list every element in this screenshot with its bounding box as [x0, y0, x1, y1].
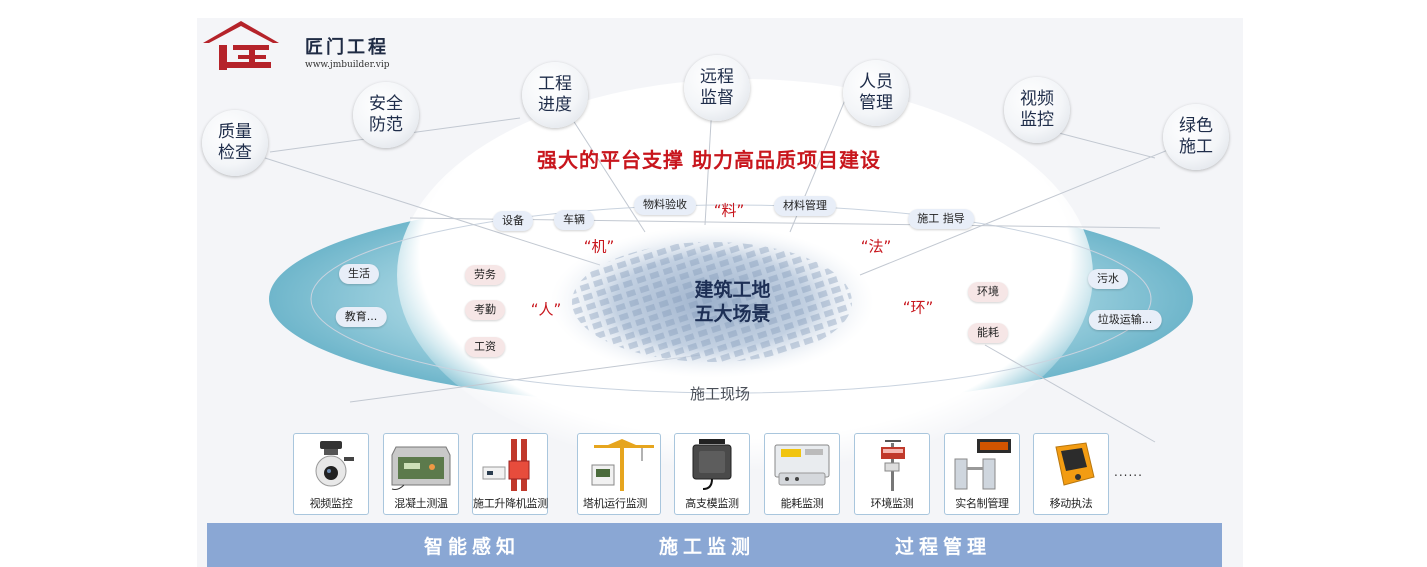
device-label: 能耗监测: [780, 497, 824, 510]
bottom-bar-item-process-management: 过程管理: [895, 536, 992, 558]
tag-energy[interactable]: 能耗: [968, 323, 1008, 343]
bubble-video[interactable]: 视频监控: [1004, 77, 1070, 143]
bubble-personnel[interactable]: 人员管理: [843, 60, 909, 126]
bubble-safety[interactable]: 安全防范: [353, 82, 419, 148]
handheld-terminal-icon: [1055, 442, 1095, 486]
center-title: 建筑工地 五大场景: [655, 278, 810, 326]
device-label: 环境监测: [870, 497, 914, 510]
tag-construction-guide[interactable]: 施工 指导: [908, 209, 974, 229]
center-title-line2: 五大场景: [694, 303, 771, 325]
temperature-box-icon: [391, 446, 451, 490]
tag-material-acceptance[interactable]: 物料验收: [634, 195, 696, 215]
bubble-label: 质量检查: [218, 122, 252, 163]
bubble-label: 远程监督: [700, 67, 734, 108]
tag-garbage-transport[interactable]: 垃圾运输...: [1088, 310, 1162, 330]
device-card-real-name-management[interactable]: 实名制管理: [944, 433, 1020, 515]
house-roof-logo-icon: [203, 21, 279, 70]
tag-labor[interactable]: 劳务: [465, 265, 505, 285]
ptz-camera-icon: [315, 441, 354, 487]
brand-name: 匠门工程: [305, 37, 389, 58]
device-label: 视频监控: [309, 497, 353, 510]
quote-people: “人”: [530, 300, 562, 319]
bubble-label: 绿色施工: [1179, 116, 1213, 157]
device-card-tower-crane[interactable]: 塔机运行监测: [577, 433, 661, 515]
tag-environment[interactable]: 环境: [968, 282, 1008, 302]
energy-meter-icon: [774, 444, 830, 486]
bubble-label: 视频监控: [1020, 89, 1054, 130]
device-label: 移动执法: [1049, 497, 1093, 510]
quote-material: “料”: [713, 201, 745, 220]
device-card-concrete-temperature[interactable]: 混凝土测温: [383, 433, 459, 515]
bubble-green-construction[interactable]: 绿色施工: [1163, 104, 1229, 170]
site-label: 施工现场: [689, 385, 750, 403]
tag-equipment[interactable]: 设备: [493, 211, 533, 231]
bottom-bar-item-construction-monitoring: 施工监测: [659, 536, 756, 558]
tag-life[interactable]: 生活: [339, 264, 379, 284]
device-card-energy-monitoring[interactable]: 能耗监测: [764, 433, 840, 515]
bubble-label: 安全防范: [369, 94, 403, 135]
device-card-hoist-monitoring[interactable]: 施工升降机监测: [472, 433, 548, 515]
bubble-label: 人员管理: [859, 72, 893, 113]
bubble-progress[interactable]: 工程进度: [522, 62, 588, 128]
device-card-formwork-monitoring[interactable]: 高支模监测: [674, 433, 750, 515]
bottom-bar: [207, 523, 1222, 567]
device-card-environment-monitoring[interactable]: 环境监测: [854, 433, 930, 515]
device-label: 实名制管理: [955, 497, 1009, 510]
bottom-bar-item-intelligent-sensing: 智能感知: [424, 536, 521, 558]
more-devices-ellipsis: ......: [1114, 465, 1143, 479]
device-label: 混凝土测温: [394, 497, 448, 510]
inner-ring-outline: [310, 204, 1152, 394]
quote-environment: “环”: [902, 298, 934, 317]
brand-url: www.jmbuilder.vip: [305, 60, 390, 70]
bubble-quality-check[interactable]: 质量检查: [202, 110, 268, 176]
headline: 强大的平台支撑 助力高品质项目建设: [537, 148, 881, 172]
city-aerial-texture: [572, 242, 852, 362]
bubble-remote-supervision[interactable]: 远程监督: [684, 55, 750, 121]
tag-education[interactable]: 教育...: [335, 307, 387, 327]
tag-sewage[interactable]: 污水: [1088, 269, 1128, 289]
hoist-elevator-icon: [482, 439, 530, 491]
tower-crane-icon: [591, 439, 654, 491]
bubble-label: 工程进度: [538, 74, 572, 115]
device-card-mobile-enforcement[interactable]: 移动执法: [1033, 433, 1109, 515]
device-label: 塔机运行监测: [582, 497, 648, 510]
environment-station-icon: [881, 440, 905, 491]
device-label: 高支模监测: [685, 497, 739, 510]
quote-method: “法”: [860, 237, 892, 256]
tag-material-management[interactable]: 材料管理: [774, 196, 836, 216]
quote-machine: “机”: [583, 237, 615, 256]
device-label: 施工升降机监测: [473, 497, 548, 510]
tag-attendance[interactable]: 考勤: [465, 300, 505, 320]
turnstile-gate-icon: [954, 439, 1011, 490]
formwork-sensor-icon: [692, 439, 732, 490]
tag-wage[interactable]: 工资: [465, 337, 505, 357]
center-title-line1: 建筑工地: [694, 279, 771, 301]
tag-vehicle[interactable]: 车辆: [554, 210, 594, 230]
device-card-video-monitoring[interactable]: 视频监控: [293, 433, 369, 515]
